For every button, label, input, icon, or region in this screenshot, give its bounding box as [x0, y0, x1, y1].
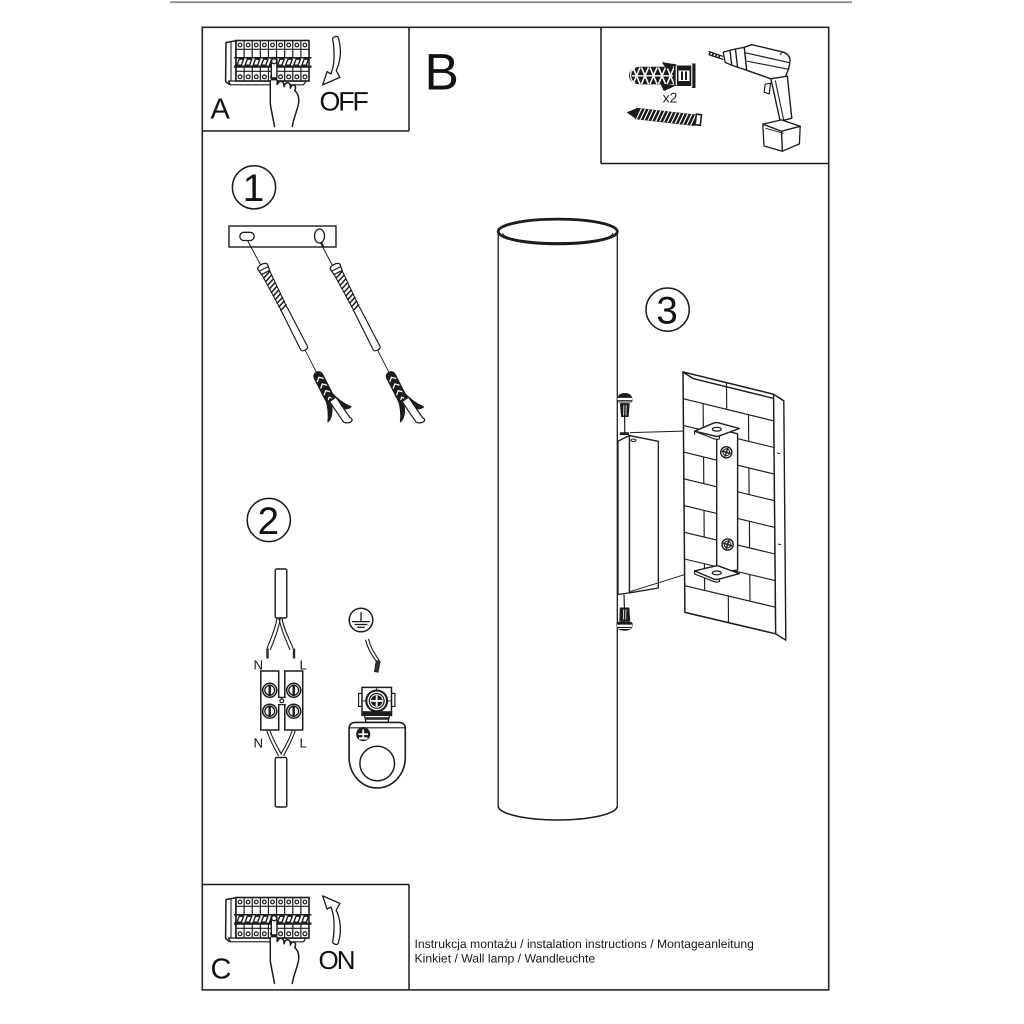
svg-text:B: B [425, 43, 459, 101]
svg-text:x2: x2 [663, 90, 678, 106]
svg-text:C: C [211, 954, 232, 986]
svg-text:Kinkiet / Wall lamp / Wandleuc: Kinkiet / Wall lamp / Wandleuchte [415, 952, 596, 966]
svg-text:2: 2 [258, 500, 279, 543]
svg-text:N: N [254, 736, 264, 751]
svg-text:3: 3 [656, 289, 677, 332]
svg-text:L: L [300, 736, 307, 751]
svg-text:N: N [254, 658, 264, 673]
svg-text:Instrukcja montażu / instalati: Instrukcja montażu / instalation instruc… [415, 937, 754, 951]
svg-text:ON: ON [319, 945, 354, 975]
svg-text:OFF: OFF [320, 86, 369, 116]
svg-text:L: L [300, 658, 307, 673]
svg-text:A: A [211, 94, 231, 126]
svg-text:1: 1 [243, 167, 264, 210]
